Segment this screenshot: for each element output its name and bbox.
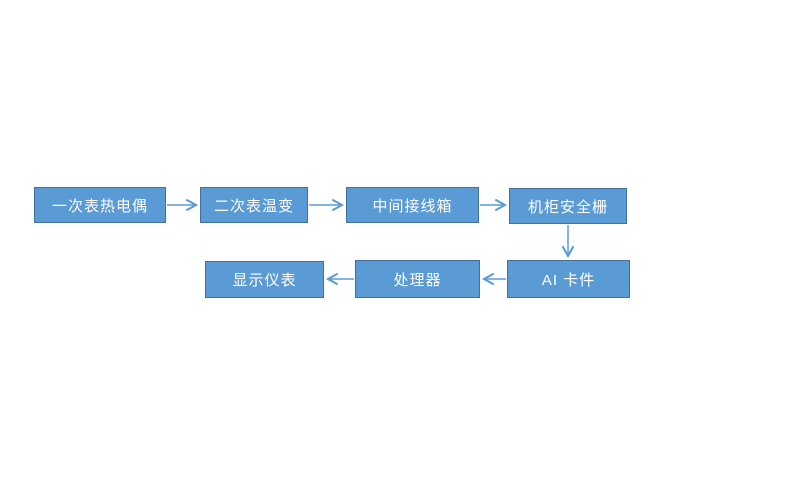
node-ai-card: AI 卡件 [507,260,630,298]
node-label: 显示仪表 [232,272,297,289]
node-primary-thermocouple: 一次表热电偶 [34,187,166,223]
node-label: 二次表温变 [213,197,294,215]
node-label: 机柜安全栅 [527,198,608,216]
node-cabinet-safety-barrier: 机柜安全栅 [509,188,627,224]
node-label: 中间接线箱 [372,197,453,215]
node-label: 一次表热电偶 [51,197,148,215]
node-label: AI 卡件 [541,271,596,289]
node-intermediate-junction-box: 中间接线箱 [346,187,479,223]
node-label: 处理器 [393,271,442,289]
node-display-instrument: 显示仪表 [205,261,324,298]
node-secondary-temp-transmitter: 二次表温变 [200,187,308,223]
node-processor: 处理器 [355,260,480,298]
